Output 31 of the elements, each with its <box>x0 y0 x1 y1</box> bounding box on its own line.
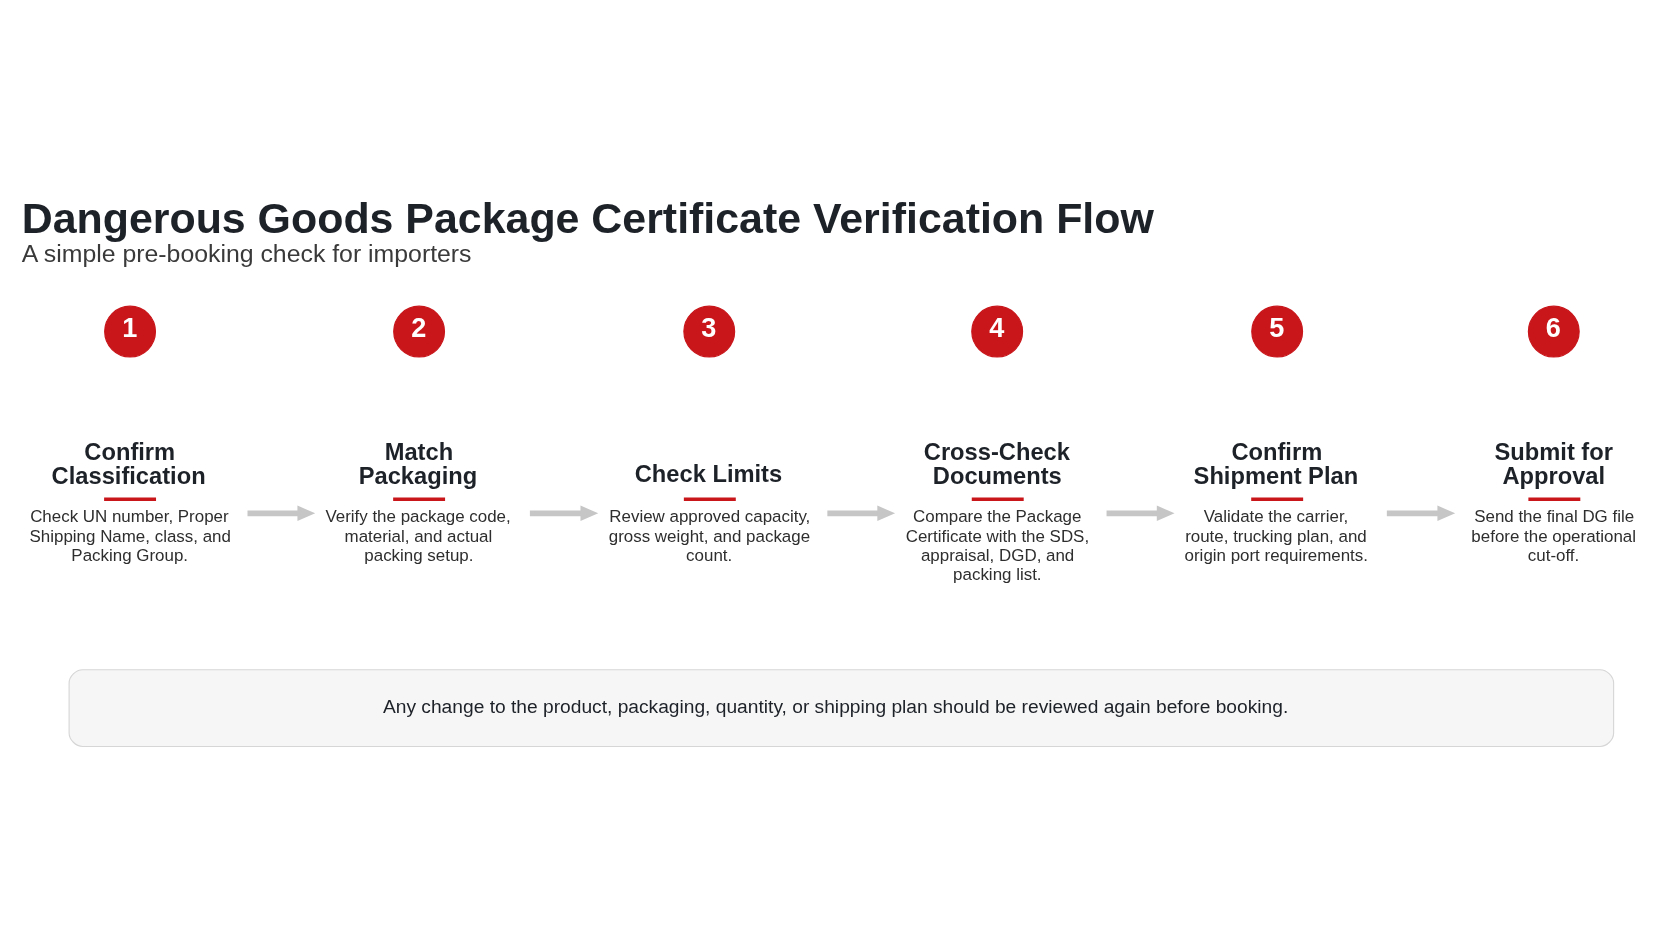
node-label: Submit for Approval <box>1494 438 1613 489</box>
node-box <box>1251 497 1304 501</box>
node-label: Cross-Check Documents <box>923 438 1070 489</box>
arrow <box>247 505 316 521</box>
arrow <box>1386 505 1456 521</box>
node-label: Send the final DG file before the operational cut-off. <box>1471 506 1637 565</box>
node-box <box>1528 497 1581 501</box>
arrow <box>1106 505 1175 521</box>
node-label: Review approved capacity, gross weight, and package count. <box>608 506 811 565</box>
node-box <box>683 497 736 501</box>
node-circle: 4 <box>971 305 1024 358</box>
node-label: Verify the package code, material, and actual packing setup. <box>325 506 511 565</box>
node-label: Validate the carrier, route, trucking plan, and origin port requirements. <box>1184 506 1368 565</box>
node-box <box>971 497 1024 501</box>
node-box <box>104 497 157 501</box>
node-label: Confirm Classification <box>51 438 206 489</box>
node-circle: 5 <box>1251 305 1304 358</box>
node-box: Any change to the product, packaging, quantity, or shipping plan should be reviewed again before booking. <box>68 668 1615 747</box>
node-circle: 6 <box>1527 305 1580 358</box>
node-label: Check Limits <box>634 460 783 486</box>
diagram-title: Dangerous Goods Package Certificate Verification Flow <box>21 193 1154 242</box>
arrow <box>827 505 896 521</box>
node-circle: 2 <box>393 305 446 358</box>
arrow <box>529 505 599 521</box>
node-label: Check UN number, Proper Shipping Name, class, and Packing Group. <box>29 506 231 565</box>
node-box <box>393 497 446 501</box>
node-label: Compare the Package Certificate with the SDS, appraisal, DGD, and packing list. <box>905 506 1090 584</box>
node-label: Confirm Shipment Plan <box>1193 438 1359 489</box>
node-label: Match Packaging <box>358 438 478 489</box>
node-circle: 3 <box>683 305 736 358</box>
node-circle: 1 <box>104 305 157 358</box>
